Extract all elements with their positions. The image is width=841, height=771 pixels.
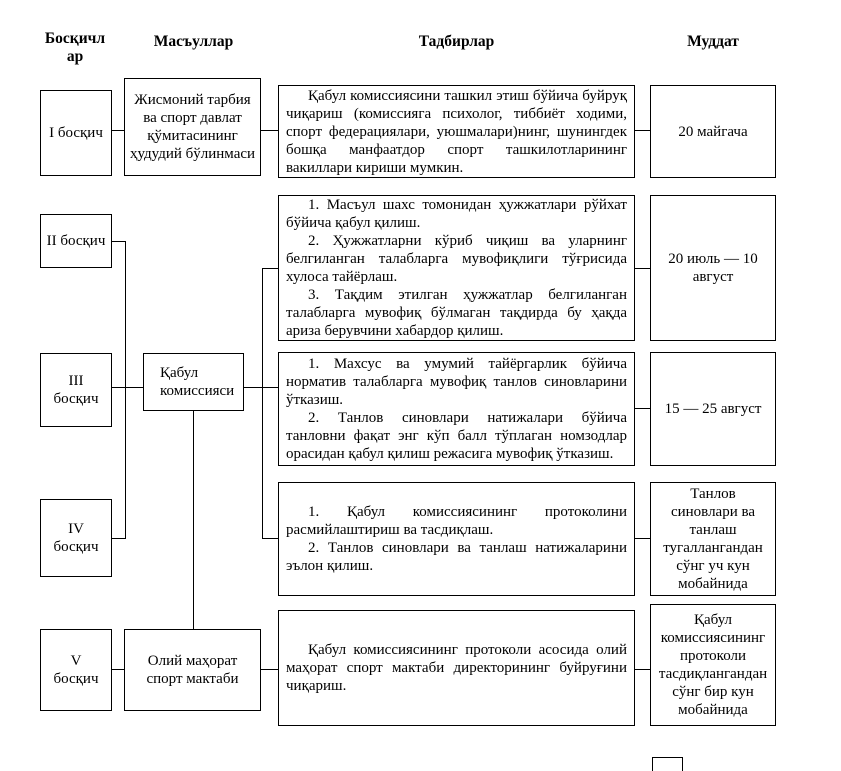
connector-line <box>261 130 278 131</box>
connector-line <box>635 130 650 131</box>
activity-text: 2. Танлов синовлари ва танлаш натижалари… <box>286 540 627 574</box>
connector-line <box>635 408 650 409</box>
activity-text: 1. Қабул комиссиясининг протоколини расм… <box>286 504 627 538</box>
connector-line <box>262 268 278 269</box>
connector-line <box>112 669 124 670</box>
activity-box-1: Қабул комиссиясини ташкил этиш бўйича бу… <box>278 85 635 178</box>
stage-label-3: III босқич <box>53 373 99 407</box>
stage-label-4: IV босқич <box>53 521 99 555</box>
activity-text: Қабул комиссиясини ташкил этиш бўйича бу… <box>286 87 627 176</box>
connector-line <box>635 669 650 670</box>
connector-line <box>262 538 278 539</box>
activity-box-3: 1. Махсус ва умумий тайёргарлик бўйича н… <box>278 352 635 466</box>
connector-line <box>635 268 650 269</box>
responsible-box-admission-commission: Қабул комиссияси <box>143 353 244 411</box>
connector-line <box>112 241 125 242</box>
deadline-text: Танлов синовлари ва танлаш тугалланганда… <box>663 486 763 592</box>
deadline-box-5: Қабул комиссиясининг протоколи тасдиқлан… <box>650 604 776 726</box>
activity-text: Қабул комиссиясининг протоколи асосида о… <box>286 642 627 694</box>
responsible-label: Жисмоний тарбия ва спорт давлат қўмитаси… <box>129 92 256 162</box>
connector-line <box>125 241 126 539</box>
column-header-responsible: Масъуллар <box>153 33 234 50</box>
deadline-box-4: Танлов синовлари ва танлаш тугалланганда… <box>650 482 776 596</box>
activity-box-4: 1. Қабул комиссиясининг протоколини расм… <box>278 482 635 596</box>
deadline-box-2: 20 июль — 10 август <box>650 195 776 341</box>
stage-box-3: III босқич <box>40 353 112 427</box>
activity-text: 2. Танлов синовлари натижалари бўйича та… <box>286 410 627 462</box>
partial-box-bottom <box>652 757 683 771</box>
activity-text: 3. Тақдим этилган ҳужжатлар белгиланган … <box>286 287 627 339</box>
activity-text: 1. Махсус ва умумий тайёргарлик бўйича н… <box>286 356 627 408</box>
activity-box-5: Қабул комиссиясининг протоколи асосида о… <box>278 610 635 726</box>
activity-box-2: 1. Масъул шахс томонидан ҳужжатлари рўйх… <box>278 195 635 341</box>
responsible-box-territorial-division: Жисмоний тарбия ва спорт давлат қўмитаси… <box>124 78 261 176</box>
deadline-box-1: 20 майгача <box>650 85 776 178</box>
stage-label-5: V босқич <box>53 653 99 687</box>
deadline-text: 15 — 25 август <box>664 401 762 417</box>
responsible-box-sport-school: Олий маҳорат спорт мактаби <box>124 629 261 711</box>
stage-box-1: I босқич <box>40 90 112 176</box>
activity-text: 2. Ҳужжатларни кўриб чиқиш ва уларнинг б… <box>286 233 627 285</box>
stage-box-4: IV босқич <box>40 499 112 577</box>
connector-line <box>112 387 143 388</box>
connector-line <box>112 538 125 539</box>
connector-line <box>112 130 125 131</box>
stage-label-2: II босқич <box>46 233 106 249</box>
connector-line <box>262 268 263 539</box>
responsible-label: Қабул комиссияси <box>160 365 235 399</box>
connector-line <box>635 538 650 539</box>
responsible-label: Олий маҳорат спорт мактаби <box>146 653 239 687</box>
deadline-text: 20 майгача <box>678 123 748 140</box>
connector-line <box>193 411 194 629</box>
stage-label-1: I босқич <box>49 125 103 141</box>
deadline-text: 20 июль — 10 август <box>668 251 758 285</box>
column-header-stages: Босқичлар <box>44 30 106 65</box>
stage-box-5: V босқич <box>40 629 112 711</box>
column-header-deadline: Муддат <box>687 33 739 50</box>
activity-text: 1. Масъул шахс томонидан ҳужжатлари рўйх… <box>286 197 627 231</box>
connector-line <box>244 387 278 388</box>
deadline-text: Қабул комиссиясининг протоколи тасдиқлан… <box>658 612 768 718</box>
stage-box-2: II босқич <box>40 214 112 268</box>
column-header-activities: Тадбирлар <box>418 33 495 50</box>
connector-line <box>261 669 278 670</box>
deadline-box-3: 15 — 25 август <box>650 352 776 466</box>
